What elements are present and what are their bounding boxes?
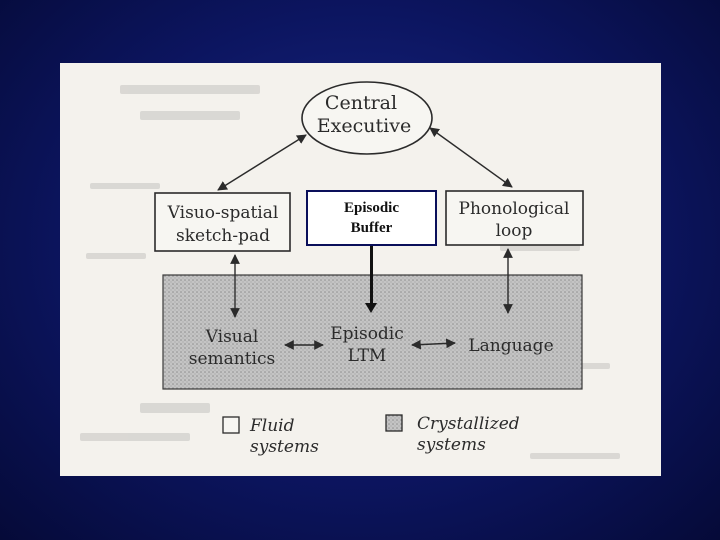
arrow-ltm-language — [411, 338, 456, 350]
legend-crystallized-line2: systems — [417, 435, 486, 455]
visuo-spatial-line2: sketch-pad — [176, 226, 270, 246]
central-executive-line1: Central — [325, 92, 397, 114]
language-label: Language — [468, 336, 553, 356]
episodic-buffer-box: Episodic Buffer — [306, 190, 437, 246]
working-memory-diagram: Central Executive Visuo-spatial sketch-p… — [80, 81, 620, 459]
legend-fluid-swatch — [222, 416, 240, 434]
visuo-spatial-line1: Visuo-spatial — [167, 203, 279, 223]
central-executive-node — [301, 81, 433, 155]
episodic-ltm-line1: Episodic — [330, 324, 404, 344]
central-executive-line2: Executive — [317, 115, 411, 137]
legend-crystallized-swatch — [385, 414, 403, 432]
episodic-buffer-line2: Buffer — [350, 220, 393, 236]
phonological-loop-node — [445, 190, 584, 246]
legend-fluid-line1: Fluid — [249, 416, 295, 436]
arrow-executive-visuospatial — [217, 134, 307, 191]
phonological-line2: loop — [496, 221, 533, 241]
episodic-ltm-line2: LTM — [348, 346, 387, 366]
arrow-executive-phonological — [429, 127, 513, 188]
episodic-buffer-line1: Episodic — [343, 200, 400, 216]
legend-crystallized-line1: Crystallized — [417, 414, 520, 434]
scanned-figure: Central Executive Visuo-spatial sketch-p… — [60, 63, 661, 476]
visual-semantics-line2: semantics — [189, 349, 276, 369]
visuo-spatial-node — [154, 192, 291, 252]
phonological-line1: Phonological — [459, 199, 570, 219]
visual-semantics-line1: Visual — [205, 327, 259, 347]
legend-fluid-line2: systems — [250, 437, 319, 457]
episodic-buffer-arrowhead — [365, 303, 377, 313]
episodic-buffer-connector — [370, 246, 373, 306]
